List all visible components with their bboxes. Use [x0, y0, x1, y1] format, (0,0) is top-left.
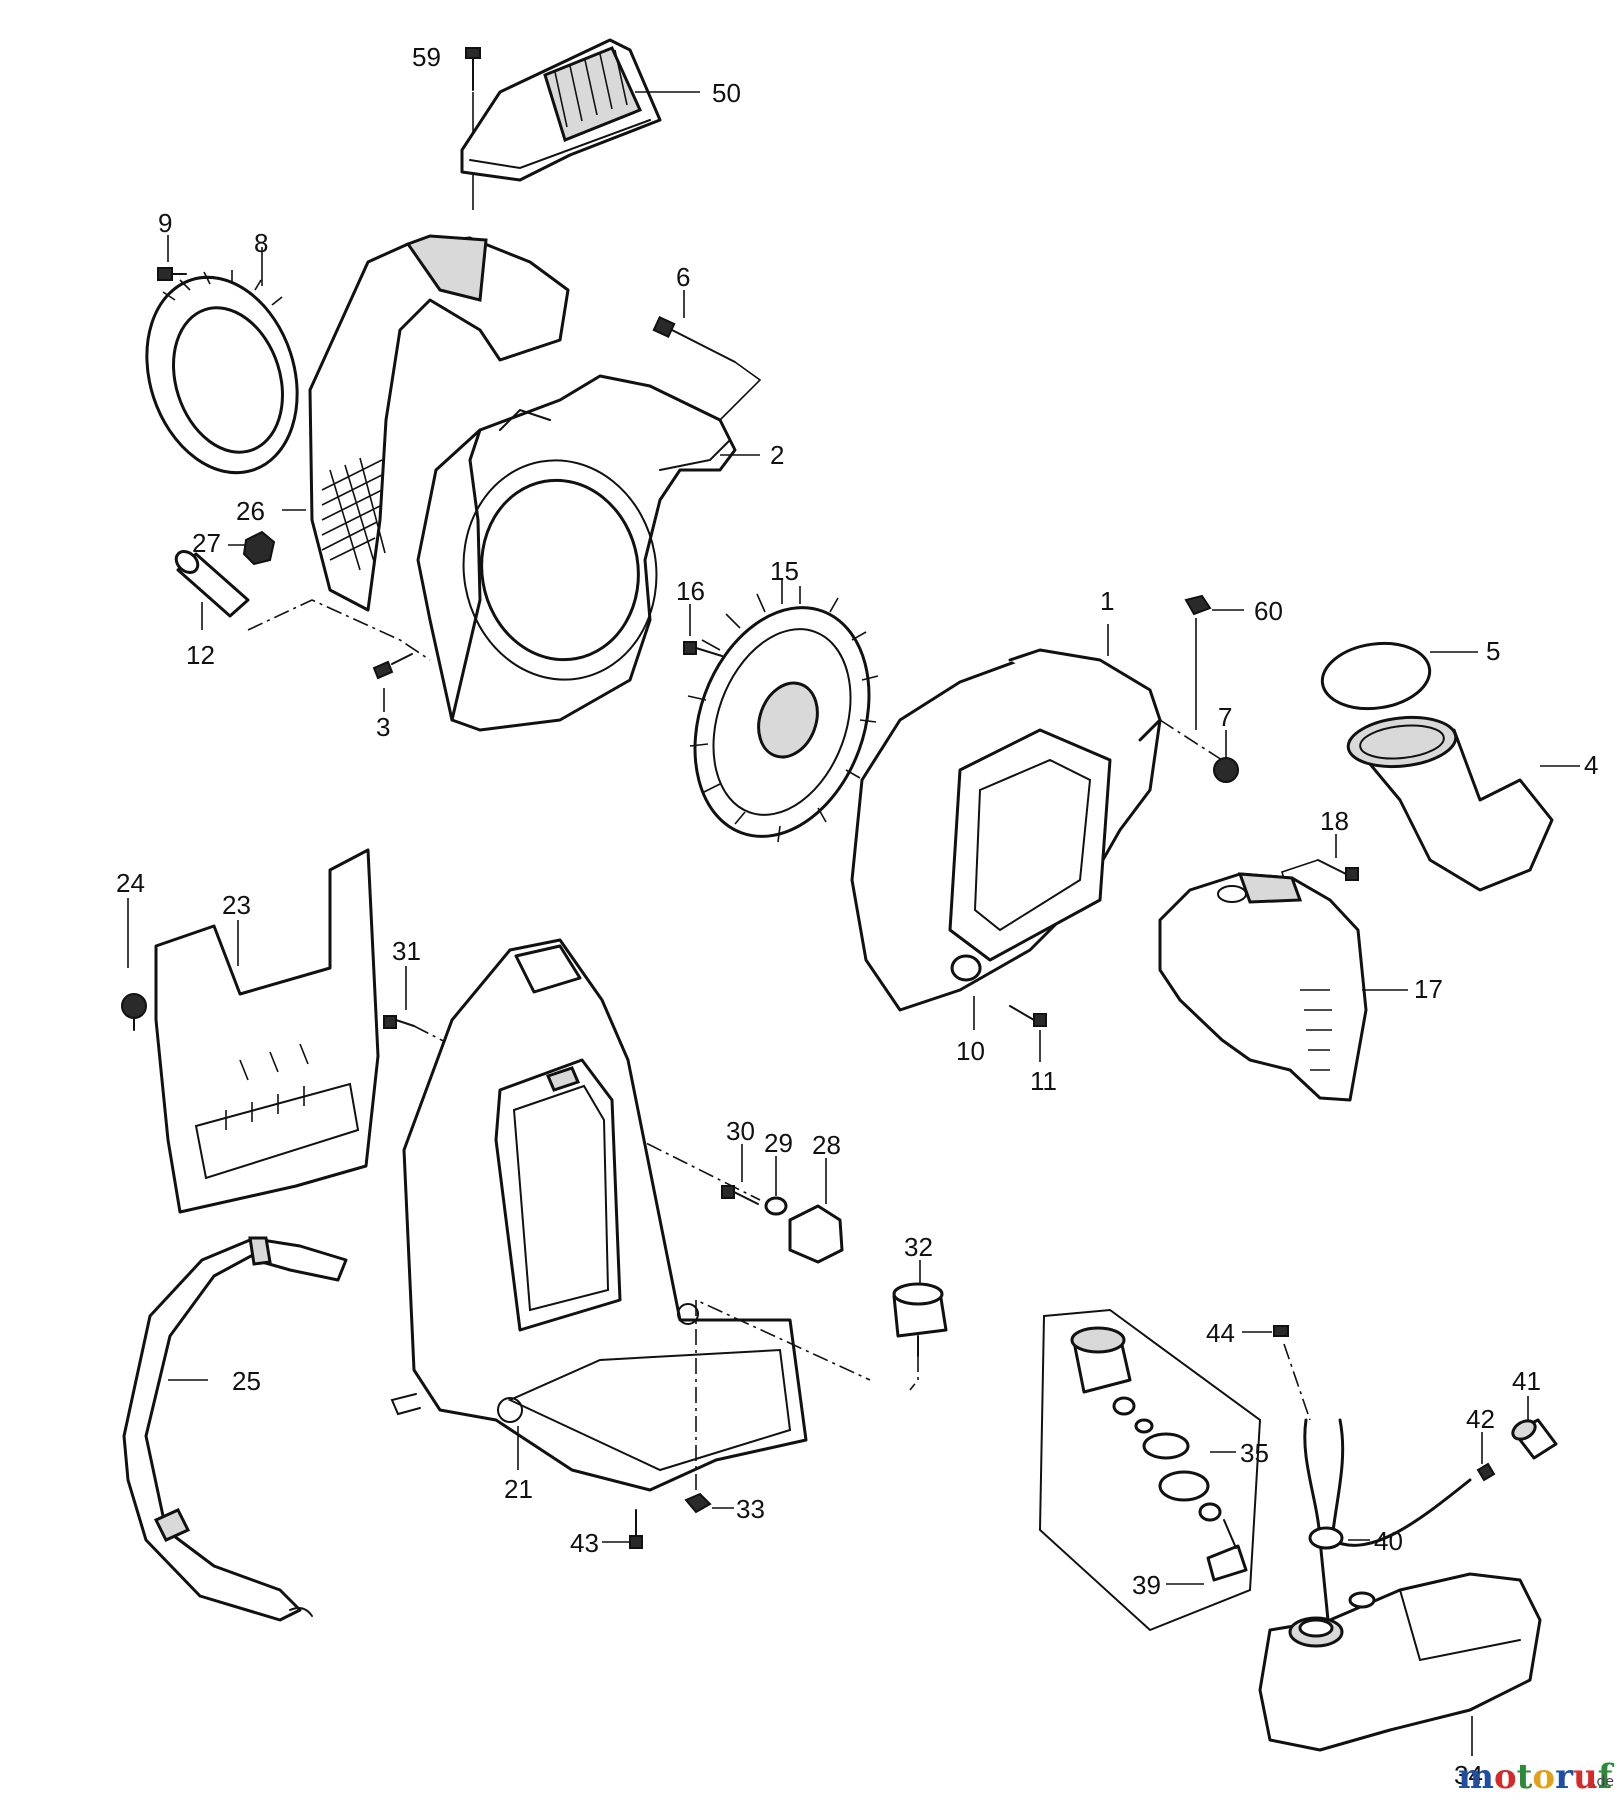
callout-40: 40: [1374, 1526, 1403, 1556]
callout-7: 7: [1218, 702, 1232, 732]
callout-28: 28: [812, 1130, 841, 1160]
part-24-screw: [121, 898, 148, 1031]
part-43-bolt: [602, 1509, 643, 1549]
wm-letter-m: m: [1458, 1757, 1494, 1797]
part-21-backpack-frame: [390, 938, 808, 1492]
part-23-back-pad: [154, 848, 380, 1214]
part-30-screw: [721, 1144, 759, 1205]
callout-31: 31: [392, 936, 421, 966]
part-2-scroll-housing: [416, 374, 760, 732]
part-15-impeller-fan: [687, 580, 879, 843]
callout-6: 6: [676, 262, 690, 292]
wm-letter-t: t: [1517, 1757, 1533, 1797]
callout-25: 25: [232, 1366, 261, 1396]
part-17-engine-cover: [1158, 872, 1408, 1102]
wm-suffix: .de: [1592, 1774, 1614, 1790]
callout-11: 11: [1030, 1066, 1057, 1096]
wm-letter-o1: o: [1494, 1757, 1517, 1797]
part-26-housing-back: [282, 234, 570, 612]
part-60-nut: [1184, 594, 1244, 730]
callout-26: 26: [236, 496, 265, 526]
part-1-front-housing: [850, 624, 1223, 1012]
callout-8: 8: [254, 228, 268, 258]
part-29-washer: [764, 1156, 788, 1216]
callout-10: 10: [956, 1036, 985, 1066]
callout-24: 24: [116, 868, 145, 898]
wm-letter-f: f: [1598, 1757, 1615, 1797]
callout-1: 1: [1100, 586, 1114, 616]
part-35-fuel-cap-kit: [1038, 1308, 1262, 1632]
callout-3: 3: [376, 712, 390, 742]
part-12-tube: [174, 550, 431, 661]
callout-4: 4: [1584, 750, 1598, 780]
callout-21: 21: [504, 1474, 533, 1504]
callout-12: 12: [186, 640, 215, 670]
callout-43: 43: [570, 1528, 599, 1558]
part-6-long-bolt: [652, 290, 762, 421]
part-39-fuel-filter: [1166, 1519, 1248, 1585]
callout-35: 35: [1240, 1438, 1269, 1468]
callout-23: 23: [222, 890, 251, 920]
callout-59: 59: [412, 42, 441, 72]
callout-5: 5: [1486, 636, 1500, 666]
part-10-clamp: [950, 954, 982, 1030]
part-3-screw: [372, 653, 413, 712]
part-32-rubber-mount: [892, 1260, 948, 1391]
callout-34: 34: [1454, 1760, 1483, 1790]
callout-15: 15: [770, 556, 799, 586]
part-16-screw: [683, 604, 723, 657]
callout-29: 29: [764, 1128, 793, 1158]
wm-letter-o2: o: [1532, 1757, 1555, 1797]
svg-text:motoruf: motoruf: [1458, 1757, 1615, 1797]
part-42-connector: [1476, 1432, 1496, 1482]
callout-41: 41: [1512, 1366, 1541, 1396]
callout-44: 44: [1206, 1318, 1235, 1348]
callout-18: 18: [1320, 806, 1349, 836]
callout-27: 27: [192, 528, 221, 558]
callout-32: 32: [904, 1232, 933, 1262]
callout-17: 17: [1414, 974, 1443, 1004]
wm-letter-r: r: [1555, 1757, 1574, 1797]
part-9-screw: [157, 235, 187, 281]
part-4-elbow-duct: [1346, 715, 1580, 892]
part-33-nut: [684, 1298, 871, 1514]
part-11-screw: [1009, 1005, 1047, 1062]
watermark-motoruf: motoruf .de: [1458, 1757, 1615, 1797]
part-28-bushing: [788, 1158, 844, 1264]
callout-42: 42: [1466, 1404, 1495, 1434]
callout-9: 9: [158, 208, 172, 238]
callout-16: 16: [676, 576, 705, 606]
part-27-grommet: [228, 530, 276, 566]
callout-50: 50: [712, 78, 741, 108]
callout-60: 60: [1254, 596, 1283, 626]
callout-39: 39: [1132, 1570, 1161, 1600]
wm-letter-u: u: [1573, 1757, 1598, 1797]
part-44-clip: [1242, 1325, 1311, 1421]
callout-30: 30: [726, 1116, 755, 1146]
part-41-air-filter: [1511, 1396, 1558, 1460]
callout-33: 33: [736, 1494, 765, 1524]
part-7-nut: [1213, 730, 1240, 783]
part-40-fuel-line-grommet: [1303, 1418, 1472, 1642]
callout-2: 2: [770, 440, 784, 470]
part-50-top-handle: [460, 38, 700, 182]
callout-labels: 59 50 9 8 6 2 26 27 12 16 15 3 1 60 5 7 …: [116, 42, 1598, 1790]
part-34-fuel-tank: [1258, 1572, 1542, 1756]
part-5-o-ring: [1320, 641, 1478, 711]
part-8-intake-cover: [145, 247, 299, 475]
part-25-shoulder-strap: [122, 1236, 348, 1622]
